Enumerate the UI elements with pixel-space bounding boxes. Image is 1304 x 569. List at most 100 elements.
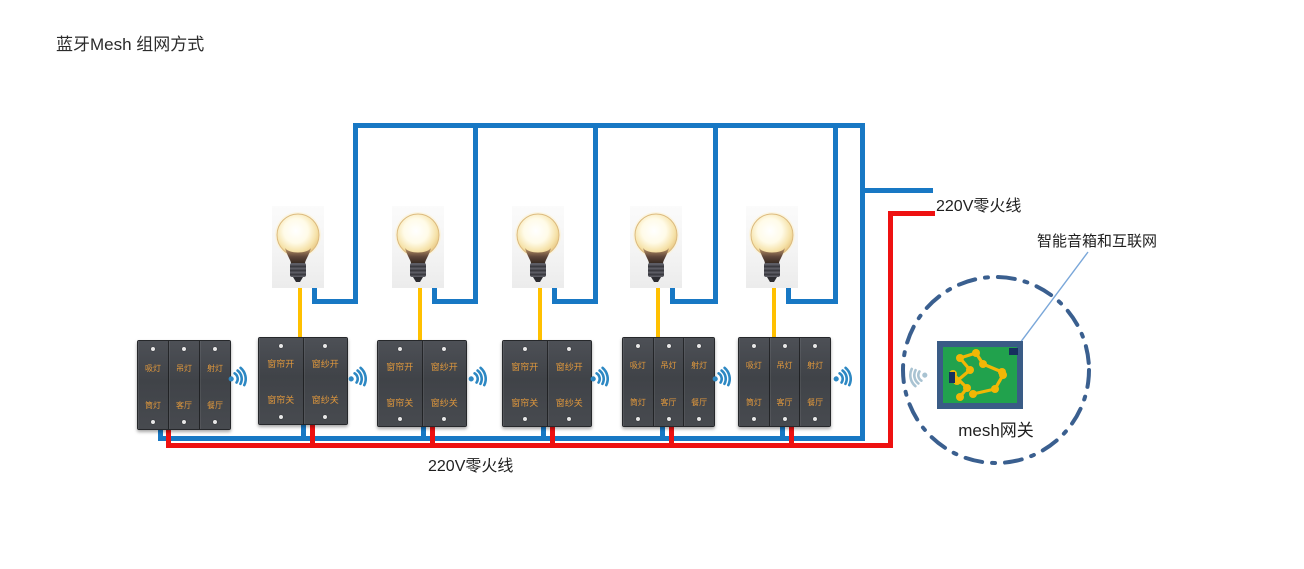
pcb-board: [937, 341, 1023, 409]
switch-indicator-dot: [666, 416, 671, 421]
switch-key-label: 餐厅: [691, 397, 708, 407]
bulb-icon: [749, 212, 795, 282]
switch-2-neutral-drop: [301, 422, 306, 441]
wall-switch-1-3-gang: 吸灯筒灯吊灯客厅射灯餐厅: [137, 340, 231, 430]
switch-key-label: 窗纱开: [311, 359, 339, 370]
live-bottom-bus: [166, 443, 893, 448]
switch-indicator-dot: [182, 419, 186, 424]
wifi-signal-icon-6: [833, 366, 852, 387]
neutral-riser-3: [593, 123, 598, 304]
switch-key-label: 窗纱关: [430, 397, 458, 408]
switch-2-live-drop: [310, 422, 315, 448]
switch-6-gang-2: 吊灯客厅: [769, 338, 801, 426]
switch-3-gang-2: 窗纱开窗纱关: [422, 341, 466, 426]
switch-key-label: 吊灯: [176, 363, 192, 373]
switch-indicator-dot: [397, 416, 402, 421]
switch-indicator-dot: [278, 414, 283, 419]
mesh-gateway-pcb: [937, 341, 1023, 409]
switch-key-label: 窗帘开: [386, 362, 414, 373]
pcb-mesh-node: [956, 354, 964, 362]
wall-switch-6-3-gang: 吸灯筒灯吊灯客厅射灯餐厅: [738, 337, 831, 427]
neutral-riser-2: [473, 123, 478, 304]
light-bulb-3: [512, 206, 564, 288]
switch-key-label: 射灯: [207, 363, 223, 373]
switch-2-gang-1: 窗帘开窗帘关: [259, 338, 304, 424]
bulb-neutral-stub-4: [670, 288, 675, 304]
neutral-right-stub: [860, 188, 933, 193]
switch-indicator-dot: [182, 347, 186, 352]
switch-2-gang-2: 窗纱开窗纱关: [303, 338, 347, 424]
switch-3-neutral-drop: [421, 424, 426, 441]
switch-indicator-dot: [697, 344, 702, 349]
switch-indicator-dot: [567, 346, 572, 351]
lamp-wire-2: [418, 288, 422, 342]
light-bulb-5: [746, 206, 798, 288]
pcb-mesh-node: [972, 349, 980, 357]
bulb-neutral-run-3: [552, 299, 598, 304]
switch-key-label: 窗纱开: [430, 362, 458, 373]
pcb-mesh-node: [966, 366, 974, 374]
neutral-riser-5: [833, 123, 838, 304]
switch-key-label: 窗帘开: [511, 362, 539, 373]
switch-indicator-dot: [522, 346, 527, 351]
switch-key-label: 筒灯: [745, 397, 762, 407]
switch-key-label: 筒灯: [629, 397, 646, 407]
switch-4-live-drop: [550, 424, 555, 448]
switch-1-gang-2: 吊灯客厅: [169, 341, 200, 429]
lamp-wire-5: [772, 288, 776, 342]
switch-indicator-dot: [151, 347, 155, 352]
bulb-neutral-stub-3: [552, 288, 557, 304]
switch-indicator-dot: [635, 416, 640, 421]
switch-key-label: 射灯: [807, 360, 824, 370]
bulb-icon: [395, 212, 441, 282]
pcb-mesh-node: [953, 377, 961, 385]
bulb-icon: [633, 212, 679, 282]
switch-5-gang-3: 射灯餐厅: [684, 338, 715, 426]
right-power-wire-label: 220V零火线: [936, 198, 1022, 215]
switch-key-label: 筒灯: [145, 400, 161, 410]
bulb-neutral-run-5: [786, 299, 838, 304]
wifi-signal-icon-3: [468, 366, 487, 387]
switch-3-gang-1: 窗帘开窗帘关: [378, 341, 423, 426]
pcb-mesh-node: [969, 390, 977, 398]
pcb-mesh-node: [998, 368, 1006, 376]
switch-indicator-dot: [666, 344, 671, 349]
bulb-neutral-stub-2: [432, 288, 437, 304]
switch-indicator-dot: [278, 344, 283, 349]
switch-key-label: 吊灯: [660, 360, 677, 370]
lamp-wire-1: [298, 288, 302, 342]
wifi-signal-icon-2: [348, 366, 367, 387]
switch-5-gang-2: 吊灯客厅: [653, 338, 685, 426]
switch-3-live-drop: [430, 424, 435, 448]
switch-indicator-dot: [813, 416, 818, 421]
switch-1-gang-1: 吸灯筒灯: [138, 341, 169, 429]
pcb-trace: [993, 374, 1005, 390]
neutral-riser-1: [353, 123, 358, 304]
live-right-riser: [888, 211, 893, 448]
light-bulb-1: [272, 206, 324, 288]
switch-key-label: 窗纱关: [555, 397, 583, 408]
switch-key-label: 窗纱关: [311, 395, 339, 406]
switch-indicator-dot: [442, 416, 447, 421]
wall-switch-4-2-gang: 窗帘开窗帘关窗纱开窗纱关: [502, 340, 592, 427]
switch-indicator-dot: [323, 344, 328, 349]
switch-key-label: 窗纱开: [555, 362, 583, 373]
bulb-neutral-run-2: [432, 299, 478, 304]
switch-indicator-dot: [782, 344, 787, 349]
pcb-mesh-node: [979, 360, 987, 368]
pcb-mesh-node: [963, 384, 971, 392]
switch-key-label: 吸灯: [629, 360, 646, 370]
switch-key-label: 餐厅: [807, 397, 824, 407]
mesh-gateway-label: mesh网关: [958, 421, 1034, 440]
switch-key-label: 窗帘关: [386, 397, 414, 408]
switch-key-label: 窗帘开: [267, 359, 295, 370]
switch-4-neutral-drop: [541, 424, 546, 441]
switch-indicator-dot: [213, 419, 217, 424]
pcb-mesh-node: [949, 370, 957, 378]
wall-switch-5-3-gang: 吸灯筒灯吊灯客厅射灯餐厅: [622, 337, 715, 427]
switch-indicator-dot: [213, 347, 217, 352]
bulb-icon: [515, 212, 561, 282]
switch-1-gang-3: 射灯餐厅: [200, 341, 230, 429]
switch-5-live-drop: [669, 424, 674, 448]
lamp-wire-3: [538, 288, 542, 342]
